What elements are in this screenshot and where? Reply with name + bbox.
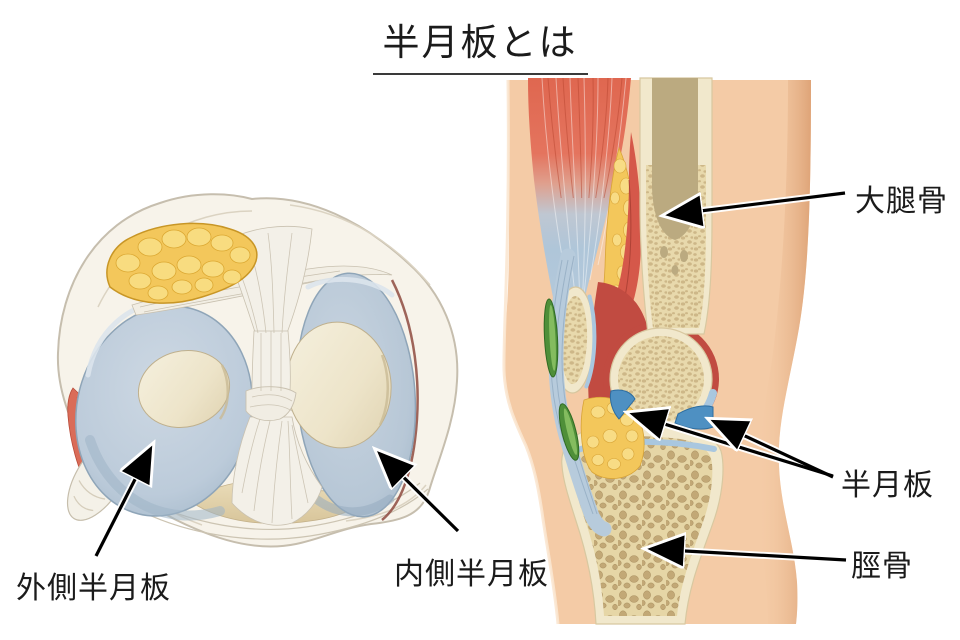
meniscus-label: 半月板 [841, 469, 934, 502]
ligament-fibers [227, 232, 309, 524]
meniscus-wedges [609, 389, 714, 430]
muscle-band [614, 132, 642, 334]
arrow-femur [668, 193, 846, 215]
arrow-lateral-meniscus [94, 448, 151, 557]
arrow-medial-meniscus [379, 453, 460, 533]
lateral-meniscus-label: 外側半月板 [16, 572, 171, 605]
page-title: 半月板とは [0, 12, 960, 75]
femur-label: 大腿骨 [855, 185, 948, 218]
skin-shadow-right [757, 80, 811, 624]
skin-edge-highlight [502, 79, 560, 625]
arrow-meniscus-anterior [632, 414, 834, 478]
arrow-tibia [650, 549, 847, 560]
infrapatellar-bursa [558, 403, 580, 461]
arrow-meniscus-posterior [713, 421, 834, 479]
prepatellar-bursa [543, 298, 559, 378]
medial-meniscus-label: 内側半月板 [394, 558, 549, 591]
lateral-cartilage-condyle [137, 349, 231, 429]
quadriceps-muscle [528, 77, 631, 330]
sagittal-knee-view-illustration [502, 77, 811, 625]
tibia-label: 脛骨 [851, 550, 913, 583]
fat-pad [106, 222, 258, 304]
page-title-text: 半月板とは [372, 12, 588, 75]
